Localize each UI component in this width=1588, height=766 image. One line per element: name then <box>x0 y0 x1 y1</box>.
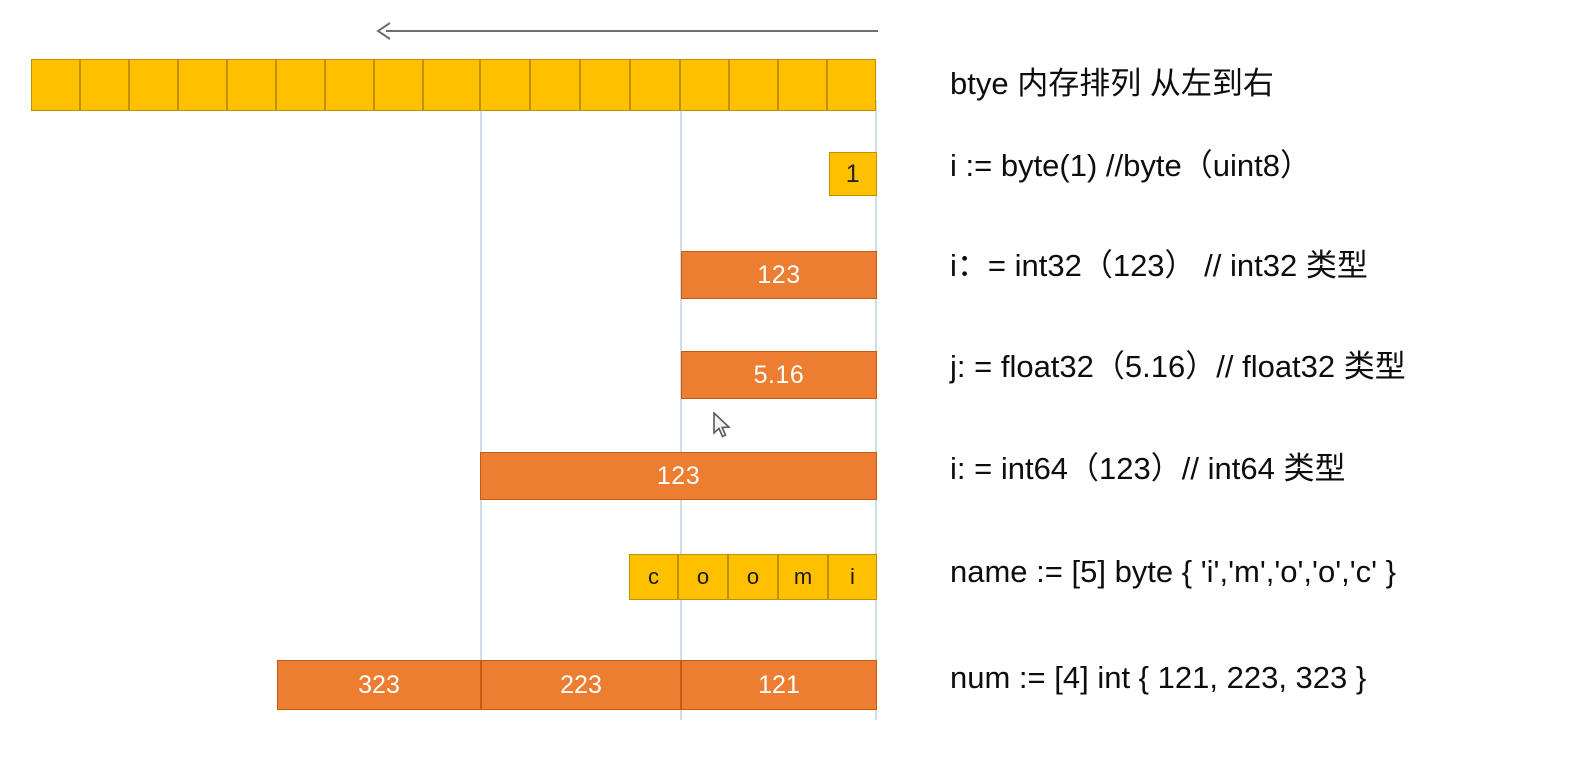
byte-array-cell-label: o <box>696 564 710 589</box>
caption-byte: i := byte(1) //byte（uint8） <box>950 148 1311 183</box>
int-array-segment: 223 <box>481 660 681 710</box>
byte-cell <box>325 59 374 111</box>
int-array-segment-label: 121 <box>758 670 800 699</box>
byte-array-cell-label: i <box>850 564 855 589</box>
byte-array-cell-label: c <box>648 564 659 589</box>
int-array-segment: 121 <box>681 660 877 710</box>
caption-byte-array: name := [5] byte { 'i','m','o','o','c' } <box>950 554 1397 589</box>
memory-direction-arrow-line <box>386 30 878 32</box>
value-bar-int32-label: 123 <box>757 260 801 289</box>
value-bar-int32: 123 <box>681 251 877 299</box>
int-array-segment-label: 323 <box>358 670 400 699</box>
byte-cell <box>31 59 80 111</box>
value-bar-float32: 5.16 <box>681 351 877 399</box>
byte-cell <box>374 59 423 111</box>
value-bar-byte-array: c o o m i <box>629 554 877 600</box>
guide-line-right <box>875 100 877 720</box>
guide-line-middle <box>680 100 682 720</box>
byte-memory-strip <box>31 59 877 111</box>
byte-cell <box>178 59 227 111</box>
caption-int64: i: = int64（123）// int64 类型 <box>950 451 1346 486</box>
byte-cell <box>580 59 630 111</box>
caption-int32: i：= int32（123） // int32 类型 <box>950 248 1368 283</box>
byte-cell <box>423 59 480 111</box>
byte-cell <box>227 59 276 111</box>
byte-group-right <box>680 59 876 111</box>
byte-array-cell-label: m <box>793 564 813 589</box>
value-bar-int64: 123 <box>480 452 877 500</box>
value-bar-byte-label: 1 <box>845 159 861 188</box>
byte-array-cell: o <box>728 554 778 600</box>
value-bar-byte: 1 <box>829 152 877 196</box>
byte-array-cell: i <box>828 554 877 600</box>
byte-array-cell: m <box>778 554 828 600</box>
byte-group-left <box>31 59 480 111</box>
byte-cell <box>680 59 729 111</box>
byte-cell <box>129 59 178 111</box>
byte-array-cell: o <box>678 554 728 600</box>
byte-cell <box>827 59 876 111</box>
value-bar-int-array: 323 223 121 <box>277 660 877 710</box>
value-bar-int64-label: 123 <box>656 461 701 490</box>
heading-memory-layout: btye 内存排列 从左到右 <box>950 66 1274 101</box>
byte-array-cell-label: o <box>746 564 760 589</box>
byte-group-middle <box>480 59 680 111</box>
guide-line-left <box>480 100 482 660</box>
caption-int-array: num := [4] int { 121, 223, 323 } <box>950 660 1367 695</box>
byte-cell <box>530 59 580 111</box>
value-bar-float32-label: 5.16 <box>753 360 805 389</box>
byte-cell <box>276 59 325 111</box>
byte-cell <box>778 59 827 111</box>
caption-float32: j: = float32（5.16）// float32 类型 <box>950 349 1406 384</box>
byte-array-cell: c <box>629 554 678 600</box>
int-array-segment-label: 223 <box>560 670 602 699</box>
int-array-segment: 323 <box>277 660 481 710</box>
byte-cell <box>80 59 129 111</box>
byte-cell <box>480 59 530 111</box>
mouse-pointer-icon <box>712 411 734 440</box>
byte-cell <box>630 59 680 111</box>
byte-cell <box>729 59 778 111</box>
